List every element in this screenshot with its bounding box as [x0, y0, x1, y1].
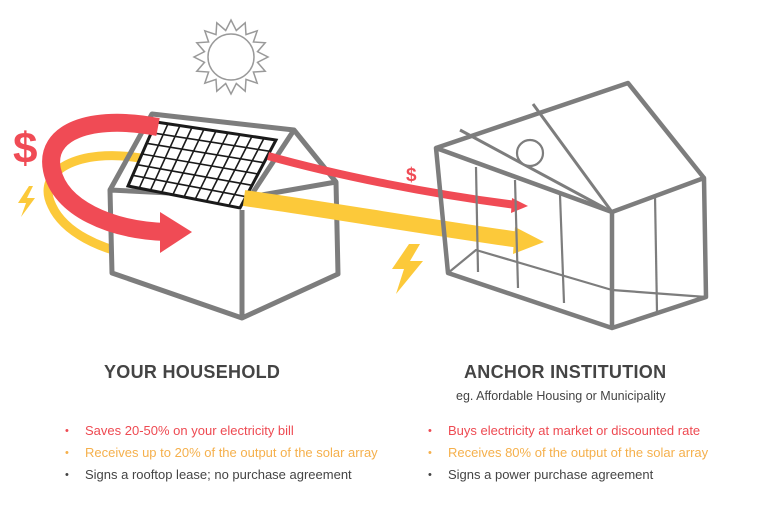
anchor-money-arrow	[266, 152, 517, 209]
anchor-energy-arrowhead	[513, 227, 544, 254]
household-bullet-output: Receives up to 20% of the output of the …	[61, 445, 378, 467]
anchor-subtitle: eg. Affordable Housing or Municipality	[456, 389, 666, 403]
dollar-icon: $	[13, 124, 37, 173]
anchor-title: ANCHOR INSTITUTION	[464, 362, 667, 382]
lightning-bolt-icon	[392, 244, 423, 294]
anchor-bullet-output: Receives 80% of the output of the solar …	[424, 445, 708, 467]
anchor-bullet-buys: Buys electricity at market or discounted…	[424, 423, 708, 445]
anchor-bullet-agreement: Signs a power purchase agreement	[424, 467, 708, 489]
anchor-energy-arrow	[242, 190, 522, 248]
household-benefits-list: Saves 20-50% on your electricity bill Re…	[61, 423, 378, 489]
household-building	[107, 111, 341, 321]
lightning-bolt-icon	[18, 186, 35, 217]
anchor-benefits-list: Buys electricity at market or discounted…	[424, 423, 708, 489]
household-money-arrow	[42, 113, 167, 241]
household-bullet-lease: Signs a rooftop lease; no purchase agree…	[61, 467, 378, 489]
solar-diagram-illustration: $ $	[13, 18, 709, 331]
household-money-arrowhead	[160, 212, 192, 253]
dollar-icon: $	[406, 165, 417, 186]
household-title: YOUR HOUSEHOLD	[104, 362, 281, 382]
household-bullet-savings: Saves 20-50% on your electricity bill	[61, 423, 378, 445]
anchor-money-arrowhead	[511, 198, 528, 213]
solar-panel	[125, 120, 279, 210]
household-energy-arrow	[43, 151, 145, 261]
sun-icon	[192, 18, 270, 96]
anchor-building	[433, 80, 709, 331]
